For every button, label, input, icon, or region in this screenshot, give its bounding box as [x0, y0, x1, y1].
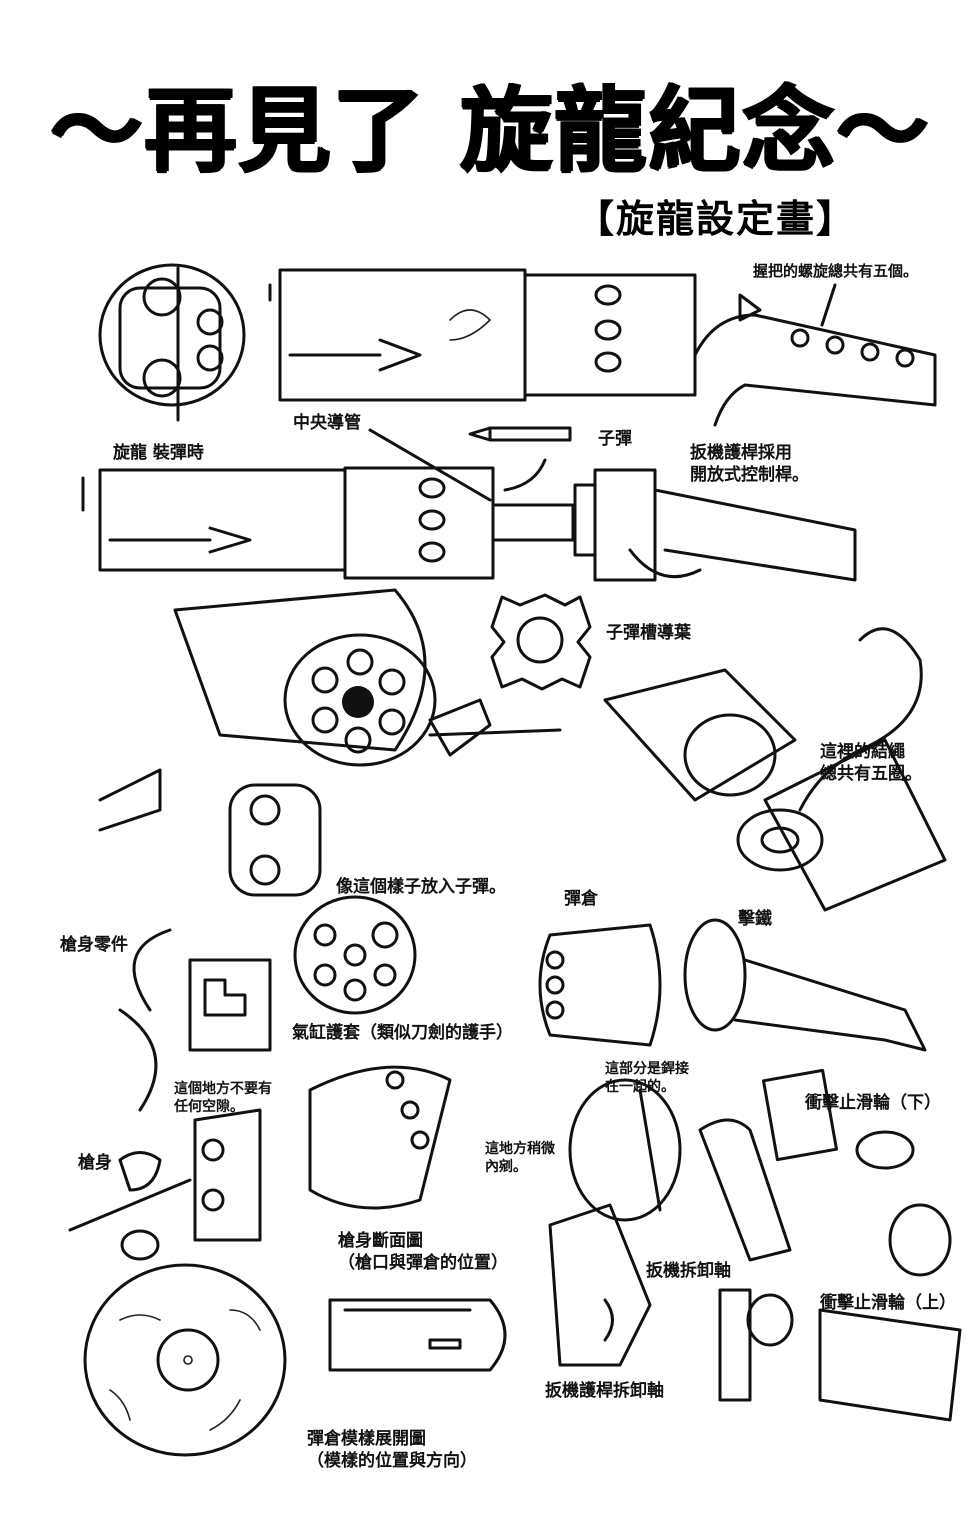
barrel-section-sketch — [328, 1298, 507, 1372]
label-grip-screws: 握把的螺旋總共有五個。 — [753, 262, 919, 280]
label-hammer-slide-upper: 衝擊止滑輪（上） — [820, 1293, 956, 1313]
grip-lower-sketch — [718, 1288, 962, 1422]
barrel-perspective-sketch — [173, 588, 562, 767]
label-trigger-guard-axis: 扳機護桿拆卸軸 — [545, 1381, 664, 1401]
label-magazine-pattern: 彈倉模樣展開圖 （模樣的位置與方向） — [307, 1429, 477, 1472]
loading-gun-sketch — [81, 426, 857, 582]
label-trigger-axis: 扳機拆卸軸 — [646, 1261, 731, 1281]
page-subtitle: 【旋龍設定畫】 — [576, 197, 857, 241]
label-bullet: 子彈 — [598, 429, 632, 449]
label-insert-bullets: 像這個樣子放入子彈。 — [336, 877, 506, 897]
label-barrel-parts: 槍身零件 — [60, 935, 128, 955]
label-magazine: 彈倉 — [564, 889, 598, 909]
cylinder-perspective-sketch — [68, 1065, 452, 1261]
label-no-gap: 這個地方不要有 任何空隙。 — [174, 1081, 272, 1116]
top-gun-sketch — [268, 268, 937, 427]
magazine-sketch — [538, 918, 927, 1052]
muzzle-end-sketch — [98, 263, 246, 422]
label-knots: 這裡的結繩 總共有五圈。 — [820, 742, 922, 785]
grip-rope-sketch — [603, 627, 947, 912]
label-barrel-section: 槍身斷面圖 （槍口與彈倉的位置） — [338, 1231, 508, 1274]
barrel-parts-sketch — [98, 768, 417, 1112]
label-cylinder-guard: 氣缸護套（類似刀劍的護手） — [292, 1023, 513, 1043]
label-barrel: 槍身 — [78, 1153, 112, 1173]
label-bullet-guide-vane: 子彈槽導葉 — [606, 623, 691, 643]
pattern-disc-sketch — [83, 1263, 287, 1457]
label-central-tube: 中央導管 — [293, 413, 361, 433]
label-loading: 旋龍 裝彈時 — [113, 443, 204, 463]
page-title: ～再見了 旋龍紀念～ — [49, 77, 931, 184]
guide-vane-sketch — [490, 593, 592, 691]
label-hammer-slide-lower: 衝擊止滑輪（下） — [805, 1093, 941, 1113]
welded-part-sketch — [568, 1068, 952, 1277]
label-welded: 這部分是銲接 在一起的。 — [605, 1061, 689, 1096]
trigger-axis-sketch — [548, 1203, 652, 1367]
label-slightly-hollow: 這地方稍微 內剜。 — [485, 1141, 555, 1176]
label-trigger-guard: 扳機護桿採用 開放式控制桿。 — [690, 443, 809, 486]
label-firing-pin: 擊鐵 — [738, 909, 772, 929]
